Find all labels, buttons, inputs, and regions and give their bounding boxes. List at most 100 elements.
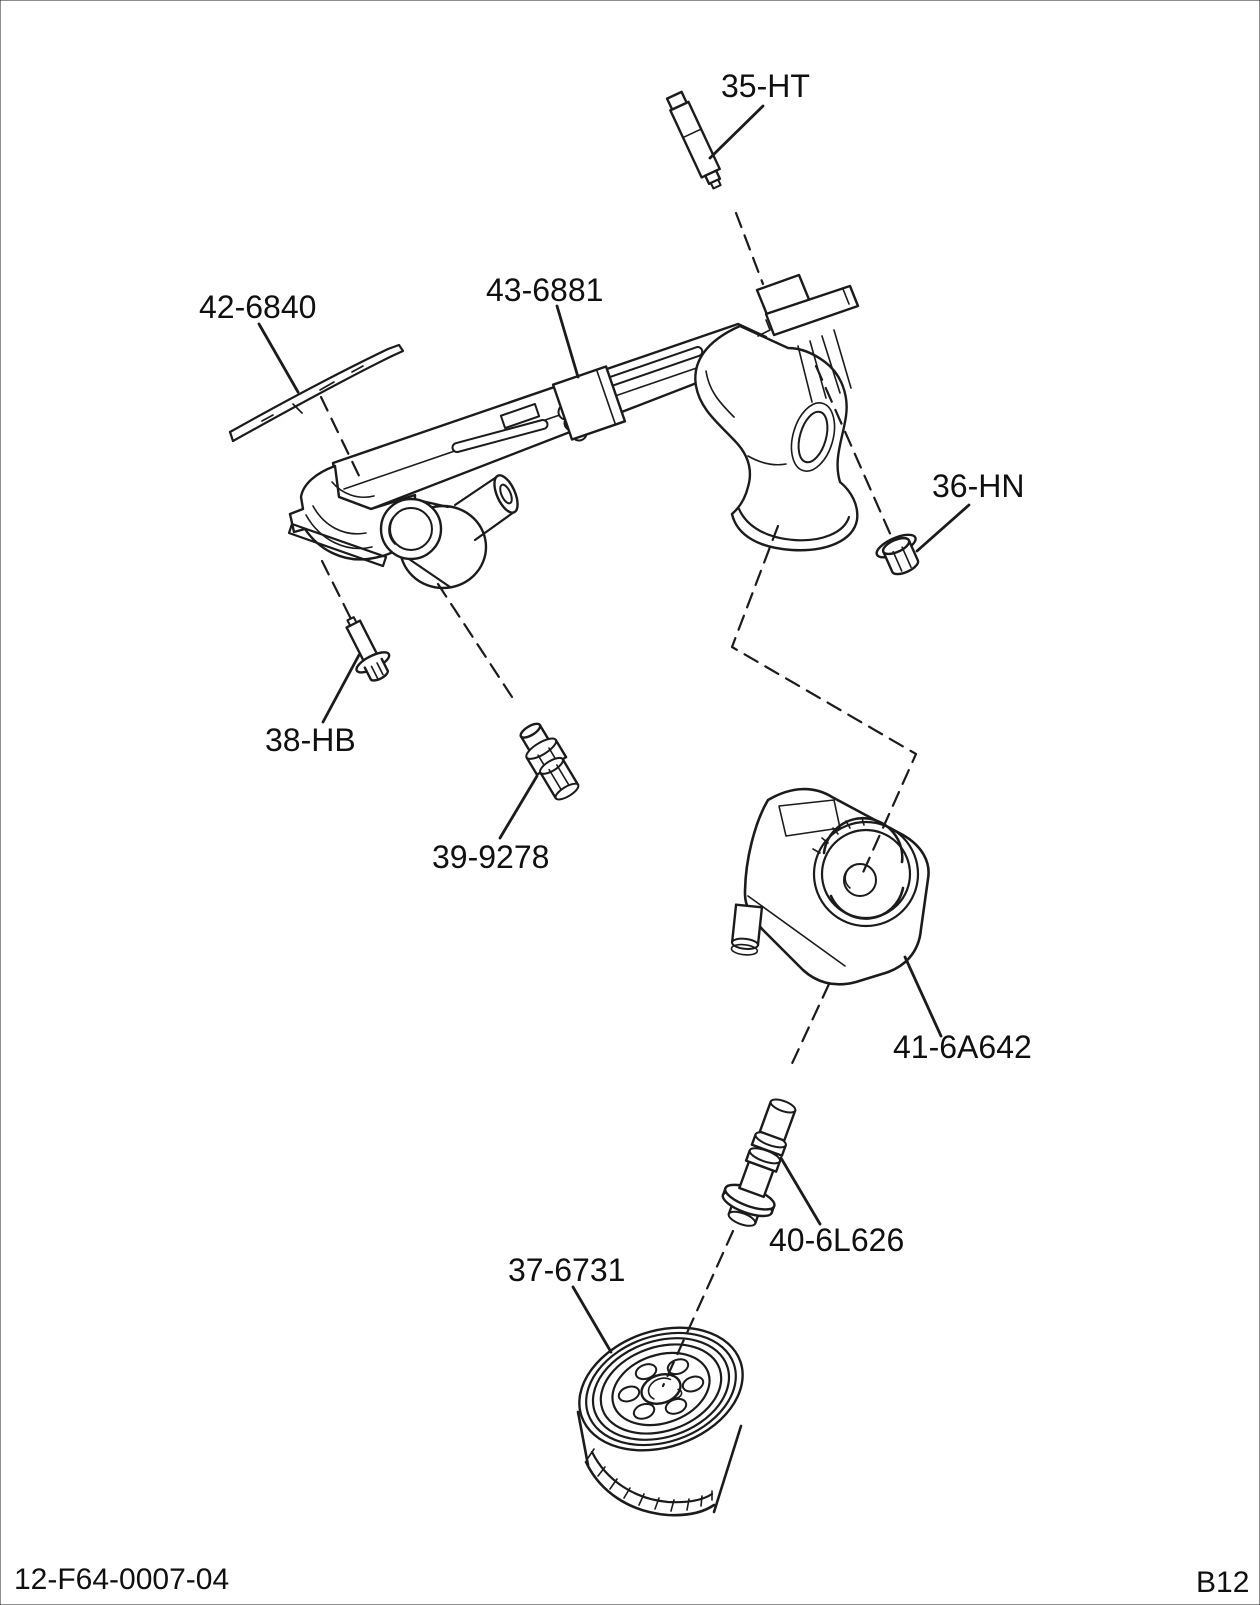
leader-filter bbox=[571, 1285, 613, 1354]
boss-face-ring bbox=[389, 507, 433, 551]
footer: 12-F64-0007-04 B12 bbox=[14, 1563, 1249, 1599]
label-gasket-42-6840: 42-6840 bbox=[199, 289, 316, 325]
filter-face-ring-2 bbox=[591, 1337, 731, 1441]
axis-adapter-to-nut bbox=[814, 364, 894, 540]
stub-face-hole bbox=[499, 483, 513, 505]
leader-insert bbox=[555, 304, 580, 379]
filter-face-ring-1 bbox=[585, 1331, 737, 1447]
axis-stud-to-adapter bbox=[734, 211, 765, 286]
gasket-bottom-edge bbox=[231, 354, 394, 443]
label-stud-35-ht: 35-HT bbox=[721, 68, 810, 104]
bracket-step bbox=[757, 319, 771, 337]
leader-stud bbox=[708, 104, 765, 160]
leader-nut bbox=[915, 503, 971, 553]
filter-knurl-ticks bbox=[587, 1448, 713, 1512]
filter-center-crescent bbox=[647, 1377, 672, 1400]
stub-side-bottom bbox=[473, 510, 516, 542]
gasket-top-edge bbox=[228, 347, 390, 434]
adapter-port-hole bbox=[790, 402, 836, 472]
pan-scallop-3 bbox=[331, 481, 375, 498]
stud-body bbox=[669, 100, 721, 179]
leader-cooler bbox=[903, 955, 943, 1038]
filter-hole-1 bbox=[681, 1375, 705, 1393]
part-gasket-42-6840 bbox=[228, 343, 405, 443]
cooler-center-hole bbox=[843, 863, 877, 897]
part-insert-block-43-6881 bbox=[551, 365, 627, 441]
leader-sender bbox=[498, 774, 539, 840]
filter-center-notch bbox=[673, 1388, 683, 1399]
filter-hole-2 bbox=[664, 1397, 688, 1415]
gasket-ticks bbox=[261, 365, 364, 422]
sheet-code: B12 bbox=[1196, 1566, 1249, 1599]
label-nut-36-hn: 36-HN bbox=[932, 468, 1024, 504]
label-tube-40-6l626: 40-6L626 bbox=[769, 1222, 904, 1258]
filter-face-ring-4 bbox=[611, 1351, 711, 1427]
part-nut-36-hn bbox=[875, 533, 920, 576]
stub-face bbox=[493, 474, 519, 514]
axis-cooler-to-tube bbox=[787, 982, 831, 1072]
cooler-face-outer-ring bbox=[812, 820, 920, 928]
elbow-crease-1 bbox=[705, 370, 735, 418]
tube-foot-bottom bbox=[727, 1210, 757, 1227]
part-labels: 35-HT 42-6840 43-6881 36-HN 38-HB 39-927… bbox=[199, 68, 1032, 1288]
adapter-elbow-outline bbox=[694, 324, 859, 552]
sender-hex-top bbox=[525, 737, 558, 760]
cooler-seal-ring-arcs bbox=[822, 816, 905, 920]
nut-facets bbox=[892, 546, 912, 572]
assembly-axes bbox=[319, 211, 918, 1388]
pan-scallop-1 bbox=[312, 505, 367, 535]
axis-adapter-to-bolt bbox=[320, 559, 353, 621]
boss-tangent-bottom bbox=[407, 557, 452, 589]
label-bolt-38-hb: 38-HB bbox=[265, 722, 356, 758]
cooler-stub-tube bbox=[730, 903, 764, 956]
part-stud-35-ht bbox=[665, 90, 722, 190]
filter-knurl-inner bbox=[590, 1450, 714, 1504]
sender-thread-facets bbox=[548, 764, 572, 793]
drawing-number: 12-F64-0007-04 bbox=[14, 1563, 229, 1596]
filter-knurl-outer bbox=[584, 1460, 716, 1517]
stud-cap bbox=[665, 90, 688, 111]
cooler-body-outline bbox=[743, 787, 930, 986]
gasket-left-cap bbox=[228, 430, 235, 443]
filter-body-sides bbox=[576, 1410, 743, 1514]
tube-top-face bbox=[769, 1098, 797, 1114]
adapter-duct-crease bbox=[343, 348, 753, 490]
leader-tube bbox=[779, 1156, 822, 1226]
filter-face-ring-3 bbox=[599, 1343, 723, 1435]
cooler-hole-crescent bbox=[844, 865, 854, 889]
sender-top-face bbox=[519, 722, 542, 739]
port-hole-outer bbox=[790, 402, 836, 472]
pan-lip bbox=[287, 522, 388, 568]
filter-top-face bbox=[578, 1326, 744, 1452]
part-tube-40-6l626 bbox=[721, 1098, 797, 1227]
elbow-crease-2 bbox=[747, 455, 787, 466]
port-hole-inner bbox=[797, 410, 829, 464]
part-bolt-38-hb bbox=[345, 616, 391, 682]
stud-collar-line bbox=[682, 128, 702, 139]
duct-clip-tab bbox=[499, 402, 541, 430]
sender-collar bbox=[539, 756, 564, 775]
axis-adapter-to-cooler bbox=[730, 524, 918, 879]
cooler-ring-ticks bbox=[812, 817, 865, 854]
filter-hole-4 bbox=[617, 1385, 641, 1403]
stud-tip bbox=[709, 178, 722, 190]
label-insert-43-6881: 43-6881 bbox=[486, 272, 603, 308]
leader-lines bbox=[257, 104, 971, 1354]
bolt-head bbox=[363, 657, 389, 682]
part-oil-filter-adapter-assembly bbox=[287, 273, 860, 590]
axis-tube-to-filter bbox=[661, 1229, 735, 1388]
bolt-tip bbox=[346, 616, 358, 627]
bolt-head-facets bbox=[370, 662, 384, 679]
part-oil-filter-37-6731 bbox=[576, 1326, 744, 1517]
label-filter-37-6731: 37-6731 bbox=[508, 1252, 625, 1288]
filter-hole-3 bbox=[632, 1402, 656, 1420]
duct-slot-left bbox=[451, 418, 549, 454]
label-cooler-41-6a642: 41-6A642 bbox=[893, 1029, 1032, 1065]
filter-hole-5 bbox=[634, 1363, 658, 1381]
leader-bolt bbox=[321, 653, 361, 724]
part-sender-39-9278 bbox=[519, 722, 580, 801]
gasket-tip bbox=[386, 343, 405, 358]
part-oil-cooler-41-6a642 bbox=[730, 787, 930, 986]
